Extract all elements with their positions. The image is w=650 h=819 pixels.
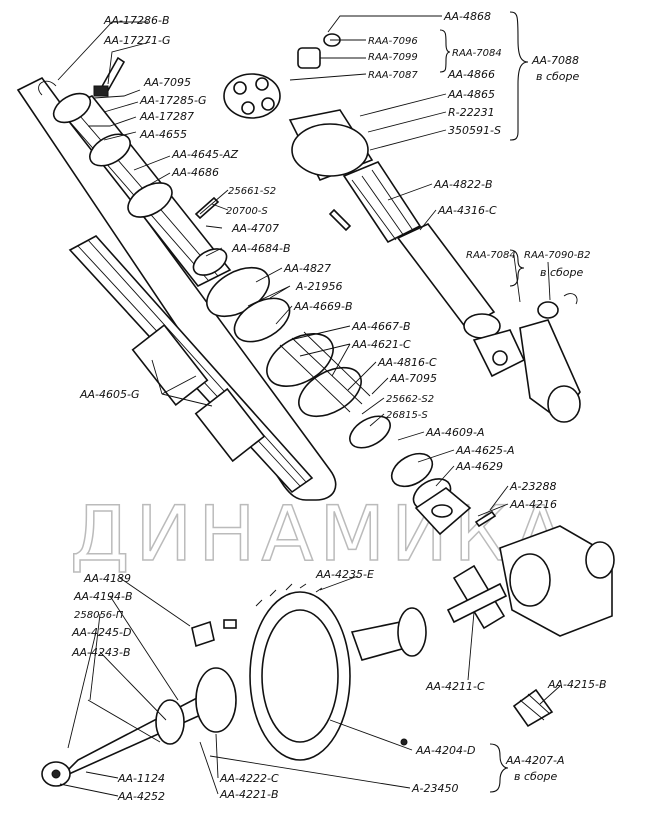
label-aa-4621-c: AA-4621-C <box>351 338 411 351</box>
label-aa-17287: AA-17287 <box>139 110 194 123</box>
label-aa-4625-a: AA-4625-A <box>455 444 515 457</box>
differential-group <box>41 525 615 787</box>
label-aa-7095-mid: AA-7095 <box>389 372 437 385</box>
rear-shaft-group <box>16 56 497 536</box>
label-aa-17271-g: AA-17271-G <box>103 34 171 47</box>
label-aa-4215-b: AA-4215-B <box>547 678 607 691</box>
label-aa-4221-b: AA-4221-B <box>219 788 279 801</box>
label-aa-4316-c: AA-4316-C <box>437 204 497 217</box>
label-aa-4609-a: AA-4609-A <box>425 426 485 439</box>
label-25661-s2: 25661-S2 <box>228 186 276 197</box>
label-aa-4868: AA-4868 <box>443 10 491 23</box>
label-aa-4211-c: AA-4211-C <box>425 680 485 693</box>
label-raa-7087: RAA-7087 <box>368 70 418 81</box>
label-aa-4243-b: AA-4243-B <box>71 646 131 659</box>
label-raa-7096: RAA-7096 <box>368 36 418 47</box>
label-25662-s2: 25662-S2 <box>386 394 434 405</box>
label-a-23288: A-23288 <box>509 480 557 493</box>
label-aa-4667-b: AA-4667-B <box>351 320 411 333</box>
label-aa-4645-az: AA-4645-AZ <box>171 148 239 161</box>
watermark-text: ДИНАМИКА <box>70 489 572 578</box>
label-v-sbore-1: в сборе <box>536 70 580 83</box>
label-aa-17286-b: AA-17286-B <box>103 14 170 27</box>
label-26815-s: 26815-S <box>386 410 428 421</box>
label-aa-4866: AA-4866 <box>447 68 495 81</box>
part-labels: AA-17286-B AA-17271-G AA-7095 AA-17285-G… <box>71 10 607 803</box>
leader-lines <box>57 15 561 797</box>
label-aa-4216: AA-4216 <box>509 498 557 511</box>
label-aa-4245-d: AA-4245-D <box>71 626 131 639</box>
label-aa-7095-top: AA-7095 <box>143 76 191 89</box>
label-aa-4194-b: AA-4194-B <box>73 590 133 603</box>
label-raa-7099: RAA-7099 <box>368 52 418 63</box>
label-aa-4816-c: AA-4816-C <box>377 356 437 369</box>
label-raa-7084-right: RAA-7084 <box>466 250 516 261</box>
label-aa-17285-g: AA-17285-G <box>139 94 207 107</box>
label-a-21956: A-21956 <box>295 280 343 293</box>
label-raa-7090-b2: RAA-7090-B2 <box>524 250 591 261</box>
label-a-23450: A-23450 <box>411 782 459 795</box>
label-258056-p: 258056-П <box>74 610 124 621</box>
label-aa-7088: AA-7088 <box>531 54 579 67</box>
label-v-sbore-3: в сборе <box>514 770 558 783</box>
label-v-sbore-2: в сборе <box>540 266 584 279</box>
label-aa-4686: AA-4686 <box>171 166 219 179</box>
label-r-22231: R-22231 <box>448 106 495 119</box>
assembly-braces <box>439 11 529 793</box>
label-aa-4605-g: AA-4605-G <box>79 388 140 401</box>
label-aa-4252: AA-4252 <box>117 790 165 803</box>
label-350591-s: 350591-S <box>448 124 501 137</box>
label-aa-4707: AA-4707 <box>231 222 279 235</box>
label-aa-4865: AA-4865 <box>447 88 495 101</box>
label-20700-s: 20700-S <box>226 206 268 217</box>
label-aa-4204-d: AA-4204-D <box>415 744 475 757</box>
label-aa-4669-b: AA-4669-B <box>293 300 353 313</box>
drive-shaft-group <box>223 33 581 423</box>
label-raa-7084-top: RAA-7084 <box>452 48 502 59</box>
label-aa-4629: AA-4629 <box>455 460 503 473</box>
label-aa-4222-c: AA-4222-C <box>219 772 279 785</box>
label-aa-1124: AA-1124 <box>117 772 165 785</box>
label-aa-4207-a: AA-4207-A <box>505 754 565 767</box>
label-aa-4655: AA-4655 <box>139 128 187 141</box>
label-aa-4235-e: AA-4235-E <box>315 568 374 581</box>
label-aa-4827: AA-4827 <box>283 262 331 275</box>
label-aa-4189: AA-4189 <box>83 572 131 585</box>
label-aa-4822-b: AA-4822-B <box>433 178 493 191</box>
label-aa-4684-b: AA-4684-B <box>231 242 291 255</box>
